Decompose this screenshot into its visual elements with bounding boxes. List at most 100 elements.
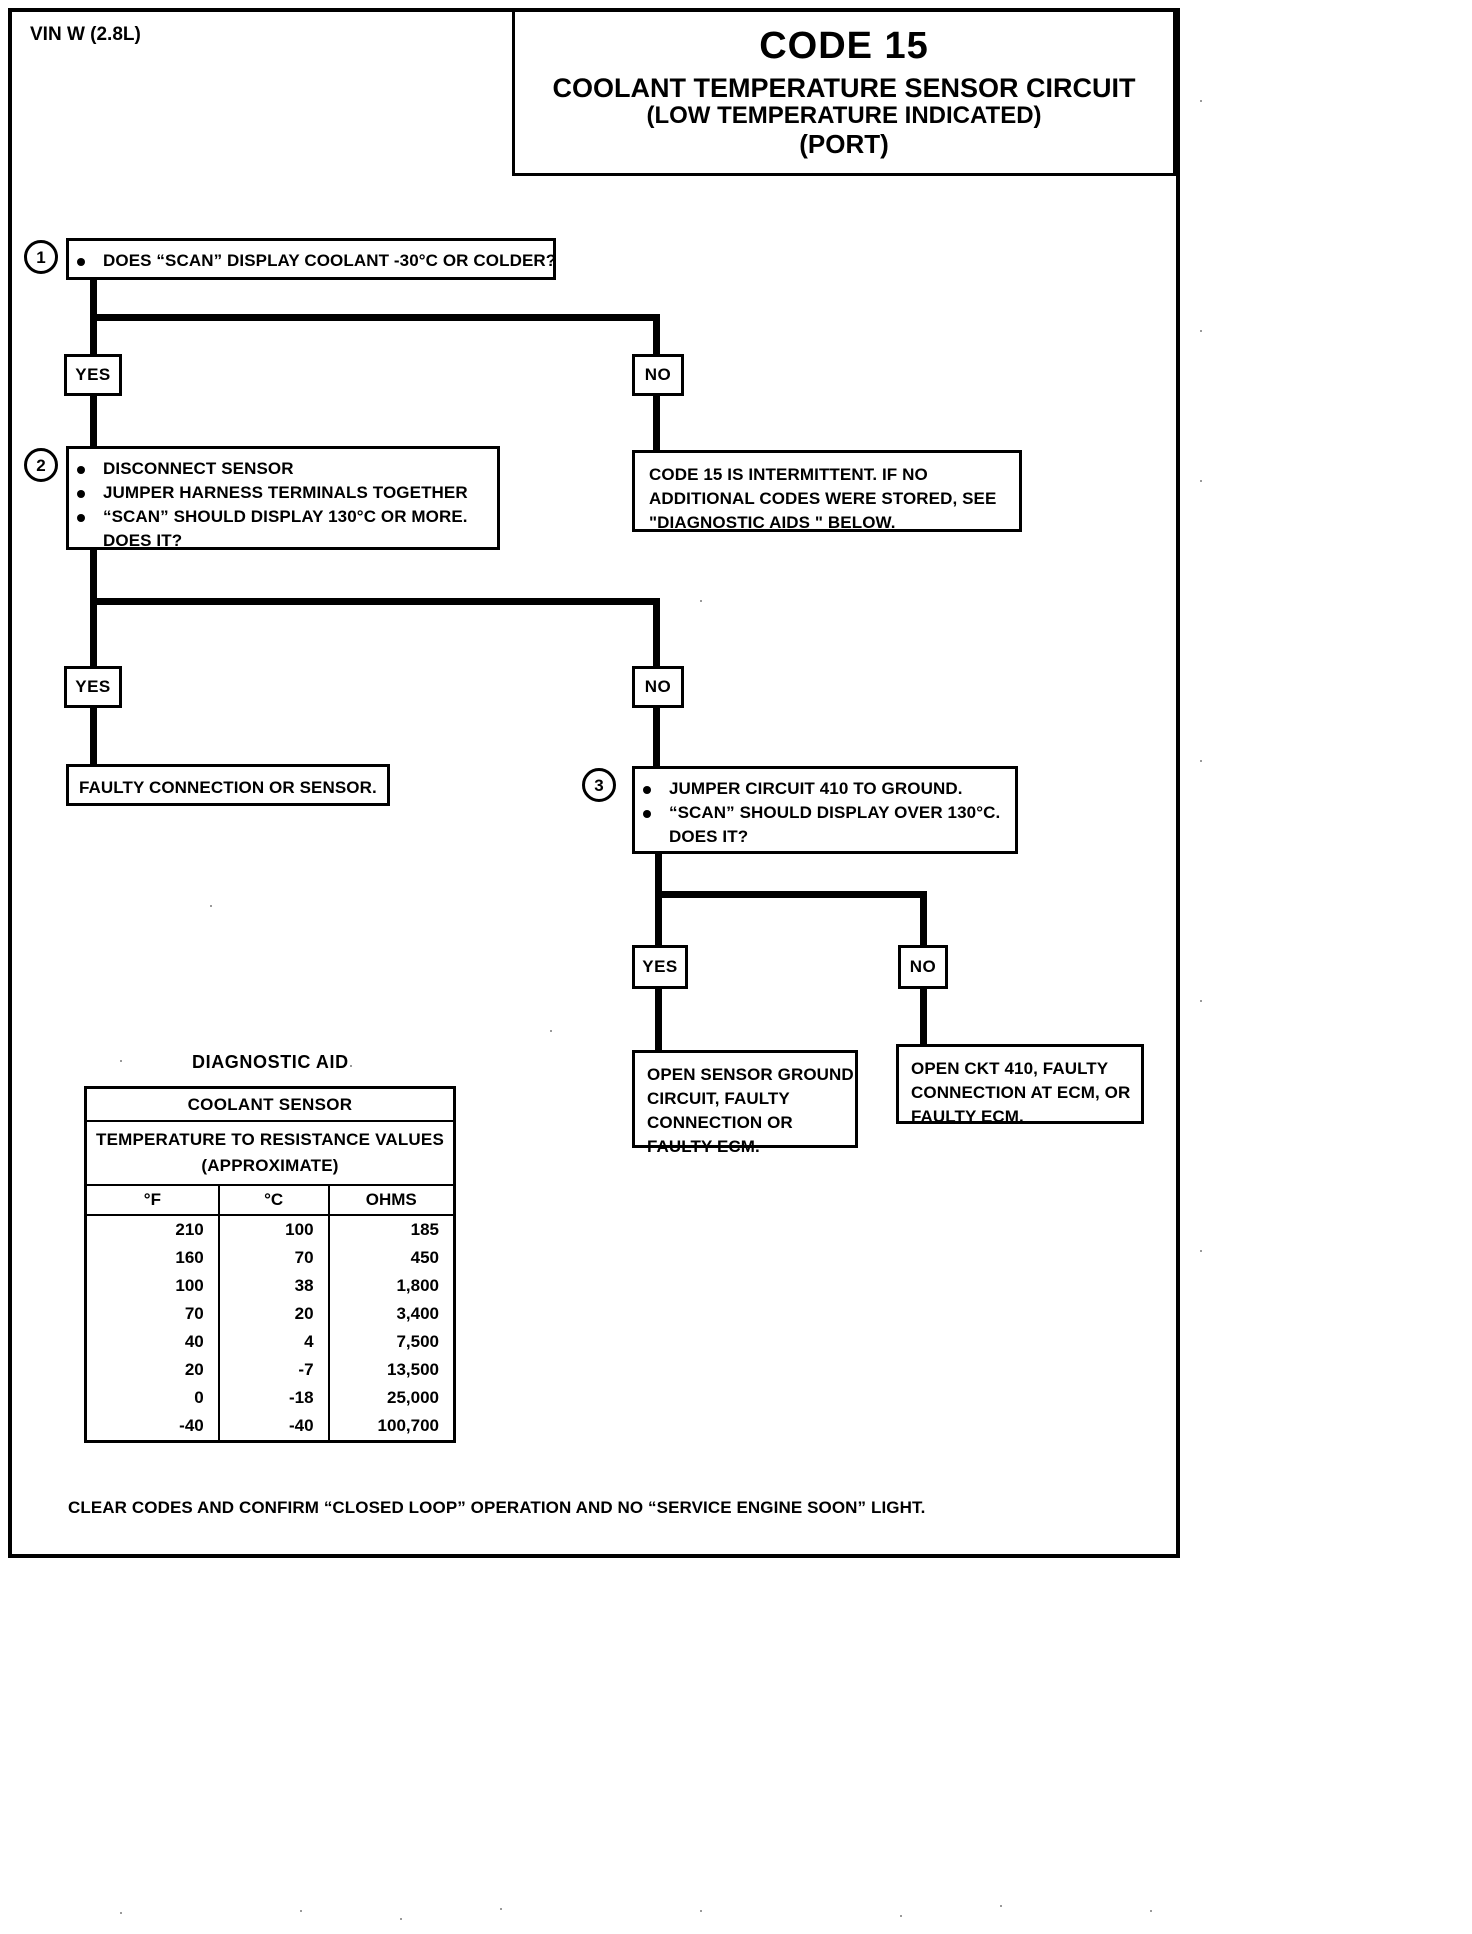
vin-label: VIN W (2.8L) [30, 24, 141, 45]
aid-table-subtitle-line-2: (APPROXIMATE) [201, 1155, 339, 1175]
connector-step3-horizontal [655, 891, 927, 898]
table-cell: 70 [87, 1300, 220, 1328]
table-header-row: °F °C OHMS [87, 1186, 453, 1216]
connector-no2-down [653, 708, 660, 770]
result-intermittent-box: CODE 15 IS INTERMITTENT. IF NO ADDITIONA… [632, 450, 1022, 532]
table-cell: -18 [218, 1384, 330, 1412]
branch-no-2[interactable]: NO [632, 666, 684, 708]
step-number-3: 3 [582, 768, 616, 802]
step-3-item-1: JUMPER CIRCUIT 410 TO GROUND. [635, 777, 1015, 801]
aid-table-title: COOLANT SENSOR [87, 1089, 453, 1122]
step-number-2: 2 [24, 448, 58, 482]
connector-step2-horizontal [90, 598, 660, 605]
step-2-item-3: “SCAN” SHOULD DISPLAY 130°C OR MORE. [69, 505, 497, 529]
step-3-list: JUMPER CIRCUIT 410 TO GROUND. “SCAN” SHO… [635, 777, 1015, 849]
connector-step1-no-down [653, 314, 660, 356]
result-open-sensor-ground-box: OPEN SENSOR GROUND CIRCUIT, FAULTY CONNE… [632, 1050, 858, 1156]
table-cell: 100,700 [377, 1416, 439, 1435]
diagnostic-aid-title: DIAGNOSTIC AID [192, 1052, 349, 1072]
step-2-item-4: DOES IT? [103, 531, 183, 551]
result-faulty-connection-box: FAULTY CONNECTION OR SENSOR. [66, 764, 390, 806]
result-open-ckt-410-box: OPEN CKT 410, FAULTY CONNECTION AT ECM, … [896, 1044, 1144, 1126]
code-title: CODE 15 [759, 25, 929, 67]
step-1-list: DOES “SCAN” DISPLAY COOLANT -30°C OR COL… [69, 249, 556, 273]
connector-step2-yes-down [90, 598, 97, 668]
branch-no-1[interactable]: NO [632, 354, 684, 396]
result-open-ckt-410-line-2: CONNECTION AT ECM, OR [911, 1083, 1131, 1103]
table-cell: 160 [87, 1244, 220, 1272]
branch-yes-2[interactable]: YES [64, 666, 122, 708]
connector-step2-down [90, 550, 97, 602]
table-cell: 13,500 [387, 1360, 439, 1379]
branch-yes-1[interactable]: YES [64, 354, 122, 396]
table-cell: -40 [218, 1412, 330, 1440]
diagnostic-aid-table: COOLANT SENSOR TEMPERATURE TO RESISTANCE… [84, 1086, 456, 1443]
table-cell: 4 [218, 1328, 330, 1356]
connector-step1-yes-down [90, 314, 97, 356]
circuit-subtitle: (LOW TEMPERATURE INDICATED) [646, 102, 1042, 130]
circuit-port: (PORT) [799, 129, 889, 159]
column-header-c: °C [218, 1186, 330, 1216]
result-open-sensor-ground-line-3: CONNECTION OR [647, 1113, 793, 1133]
result-intermittent-line-2: ADDITIONAL CODES WERE STORED, SEE [649, 489, 997, 509]
result-open-ckt-410-line-1: OPEN CKT 410, FAULTY [911, 1059, 1109, 1078]
table-cell: 20 [87, 1356, 220, 1384]
result-open-sensor-ground-line-2: CIRCUIT, FAULTY [647, 1089, 790, 1109]
footer-note: CLEAR CODES AND CONFIRM “CLOSED LOOP” OP… [68, 1498, 926, 1517]
step-2-box: DISCONNECT SENSOR JUMPER HARNESS TERMINA… [66, 446, 500, 550]
connector-step3-no-down [920, 891, 927, 947]
table-cell: 1,800 [396, 1276, 439, 1295]
table-cell: -40 [87, 1412, 220, 1440]
table-cell: 20 [218, 1300, 330, 1328]
step-3-item-2: “SCAN” SHOULD DISPLAY OVER 130°C. [635, 801, 1015, 825]
table-cell: 7,500 [396, 1332, 439, 1351]
table-cell: 70 [218, 1244, 330, 1272]
connector-yes3-down [655, 989, 662, 1051]
result-open-sensor-ground-line-4: FAULTY ECM. [647, 1137, 760, 1157]
step-3-box: JUMPER CIRCUIT 410 TO GROUND. “SCAN” SHO… [632, 766, 1018, 854]
step-3-item-3: DOES IT? [669, 827, 749, 847]
connector-step1-down [90, 280, 97, 320]
result-intermittent-line-1: CODE 15 IS INTERMITTENT. IF NO [649, 465, 928, 484]
title-block: CODE 15 COOLANT TEMPERATURE SENSOR CIRCU… [512, 8, 1176, 176]
connector-yes2-down [90, 708, 97, 764]
column-header-f: °F [87, 1186, 220, 1216]
column-header-ohms: OHMS [328, 1186, 453, 1216]
step-2-item-2: JUMPER HARNESS TERMINALS TOGETHER [69, 481, 497, 505]
aid-table-subtitle: TEMPERATURE TO RESISTANCE VALUES (APPROX… [87, 1122, 453, 1186]
connector-step3-down [655, 854, 662, 898]
table-cell: 3,400 [396, 1304, 439, 1323]
step-1-item-1: DOES “SCAN” DISPLAY COOLANT -30°C OR COL… [69, 249, 556, 273]
table-cell: 25,000 [387, 1388, 439, 1407]
branch-yes-3[interactable]: YES [632, 945, 688, 989]
result-faulty-connection-text: FAULTY CONNECTION OR SENSOR. [79, 778, 377, 797]
step-number-1: 1 [24, 240, 58, 274]
aid-table-subtitle-line-1: TEMPERATURE TO RESISTANCE VALUES [95, 1130, 444, 1149]
table-cell: 100 [218, 1215, 330, 1244]
connector-yes1-down [90, 396, 97, 448]
connector-no3-down [920, 989, 927, 1045]
result-intermittent-line-3: "DIAGNOSTIC AIDS " BELOW. [649, 513, 896, 533]
step-2-item-1: DISCONNECT SENSOR [69, 457, 497, 481]
connector-step3-yes-down [655, 891, 662, 947]
circuit-title: COOLANT TEMPERATURE SENSOR CIRCUIT [552, 72, 1136, 103]
result-open-sensor-ground-line-1: OPEN SENSOR GROUND [647, 1065, 854, 1084]
table-cell: 450 [410, 1248, 439, 1267]
branch-no-3[interactable]: NO [898, 945, 948, 989]
table-cell: 210 [87, 1215, 220, 1244]
table-cell: 100 [87, 1272, 220, 1300]
step-2-list: DISCONNECT SENSOR JUMPER HARNESS TERMINA… [69, 457, 497, 554]
table-cell: 40 [87, 1328, 220, 1356]
connector-step1-horizontal [90, 314, 660, 321]
result-open-ckt-410-line-3: FAULTY ECM. [911, 1107, 1024, 1127]
